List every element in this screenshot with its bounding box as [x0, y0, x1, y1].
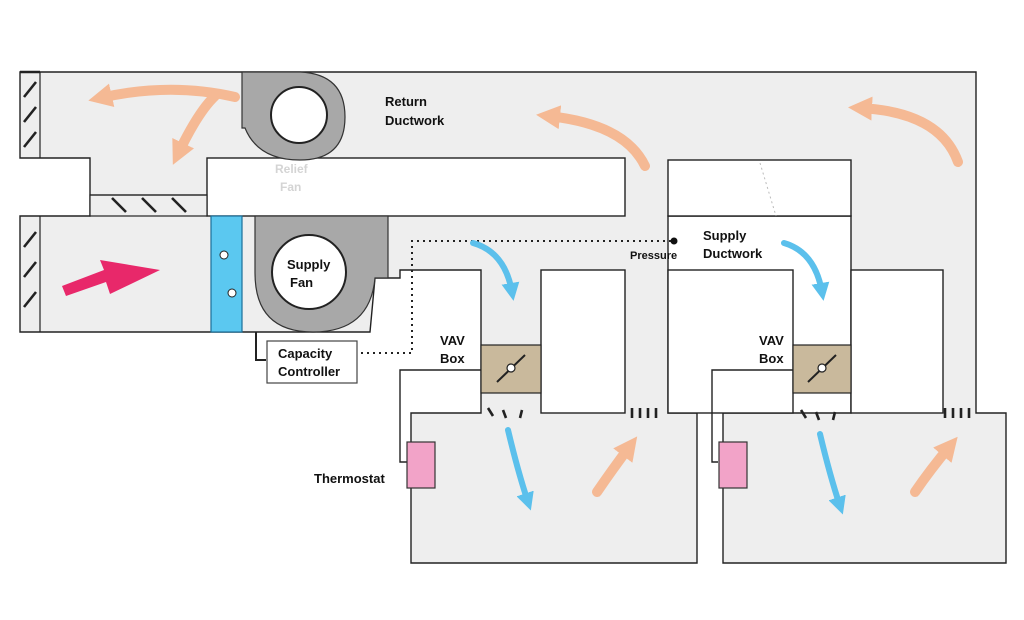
vav-box-1-label-1: VAV: [440, 333, 465, 348]
return-ductwork-label-2: Ductwork: [385, 113, 445, 128]
vav-box-2-label-1: VAV: [759, 333, 784, 348]
capacity-controller-label-2: Controller: [278, 364, 340, 379]
relief-fan-label-2: Fan: [280, 180, 301, 194]
thermostat-1: [399, 369, 481, 489]
capacity-controller: [255, 332, 358, 384]
outdoor-air-arrow: [62, 260, 160, 296]
return-shaft-2: [667, 269, 794, 414]
relief-dampers: [111, 197, 187, 213]
supply-air-arrows: [470, 240, 846, 515]
branch-1-gap: [540, 269, 626, 414]
pressure-label: Pressure: [630, 250, 677, 262]
pressure-signal-line: [361, 162, 777, 354]
relief-fan: [241, 71, 346, 161]
thermostat-2: [711, 369, 793, 489]
return-ductwork-label-1: Return: [385, 94, 427, 109]
return-air-arrows: [88, 83, 963, 497]
capacity-controller-label-1: Capacity: [278, 346, 333, 361]
supply-fan-label-1: Supply: [287, 257, 331, 272]
thermostat-label: Thermostat: [314, 471, 385, 486]
relief-fan-label-1: Relief: [275, 162, 309, 176]
cooling-coil: [210, 215, 243, 333]
return-grille-2: [943, 408, 971, 418]
supply-fan-label-2: Fan: [290, 275, 313, 290]
vav-box-2: [792, 344, 852, 394]
diffuser-2: [799, 409, 837, 421]
outdoor-air-dampers: [22, 216, 41, 332]
diffuser-1: [486, 407, 524, 419]
branch-2-gap: [850, 269, 944, 414]
duct-gap: [206, 157, 626, 217]
vav-box-1: [480, 344, 542, 394]
return-grille-1: [630, 408, 658, 418]
vav-box-1-label-2: Box: [440, 351, 465, 366]
vav-box-2-label-2: Box: [759, 351, 784, 366]
supply-fan: [254, 215, 389, 333]
exhaust-dampers: [20, 70, 41, 158]
supply-ductwork-label-2: Ductwork: [703, 246, 763, 261]
return-riser-gap: [667, 159, 852, 217]
supply-ductwork-label-1: Supply: [703, 228, 747, 243]
